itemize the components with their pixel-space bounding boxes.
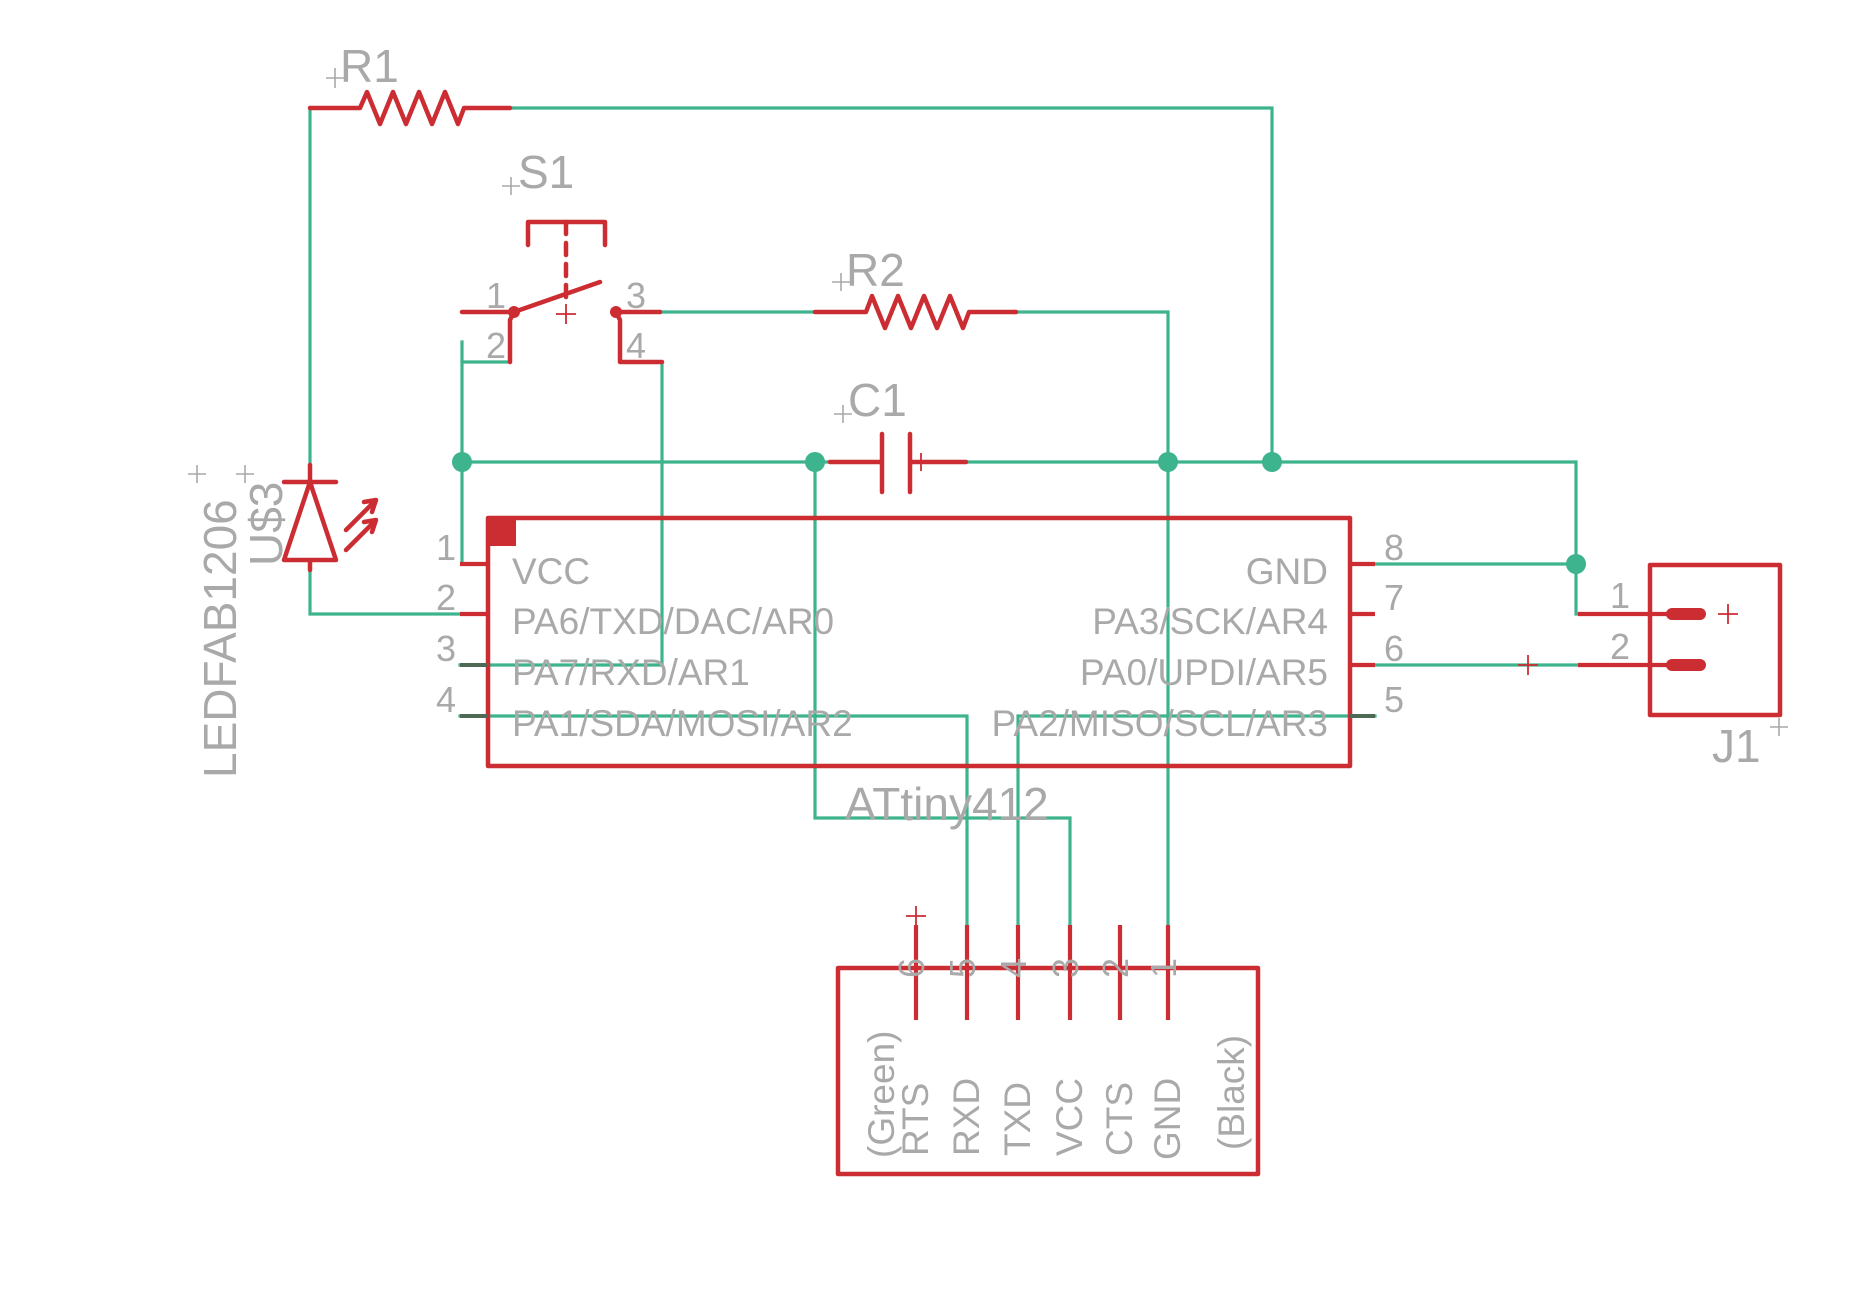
ic-pin-num-3: 3 — [436, 628, 456, 669]
wire-led-pa6 — [308, 568, 462, 616]
j1-ref-label: J1 — [1712, 720, 1761, 772]
ic-pin-num-5: 5 — [1384, 679, 1404, 720]
j1-body — [1647, 562, 1783, 718]
ftdi-pin-num-1: 1 — [1143, 958, 1184, 978]
ic-pin-num-2: 2 — [436, 577, 456, 618]
wire-pa1-rxd — [458, 714, 969, 927]
r1-ref-label: R1 — [340, 40, 399, 92]
ic-pin-num-4: 4 — [436, 679, 456, 720]
junction-c1-left — [805, 452, 825, 472]
ic-pin-num-6: 6 — [1384, 628, 1404, 669]
ic-pin-num-8: 8 — [1384, 527, 1404, 568]
junctions — [452, 452, 1586, 574]
ic-pin-name-4: PA1/SDA/MOSI/AR2 — [512, 703, 853, 744]
resistor-r1[interactable]: R1 — [307, 40, 513, 127]
ic-pin-num-7: 7 — [1384, 577, 1404, 618]
ftdi-pin-name-txd: TXD — [997, 1082, 1038, 1156]
s1-pin3: 3 — [626, 275, 646, 316]
ftdi-pin-num-4: 4 — [993, 958, 1034, 978]
connector-j1[interactable]: 1 2 J1 — [1518, 562, 1788, 772]
ftdi-body — [835, 965, 1261, 1177]
junction-j1 — [1566, 554, 1586, 574]
capacitor-c1[interactable]: C1 — [827, 374, 969, 495]
led-u3[interactable]: LEDFAB1206 U$3 — [188, 462, 379, 778]
junction-vcc — [452, 452, 472, 472]
ic-pin-name-5: PA2/MISO/SCL/AR3 — [991, 703, 1328, 744]
s1-pin2: 2 — [486, 325, 506, 366]
ic-attiny412[interactable]: 1 2 3 4 VCC PA6/TXD/DAC/AR0 PA7/RXD/AR1 … — [436, 515, 1404, 830]
ic-pin-name-8: GND — [1246, 551, 1328, 592]
ftdi-pin-name-vcc: VCC — [1049, 1078, 1090, 1156]
ftdi-pin-name-rts: RTS — [895, 1083, 936, 1156]
s1-ref-label: S1 — [518, 146, 574, 198]
wire-gnd-j1 — [1373, 562, 1580, 616]
ftdi-pin-name-rxd: RXD — [946, 1078, 987, 1156]
ic-pin1-marker — [488, 518, 516, 546]
s1-pin1: 1 — [486, 275, 506, 316]
wires — [308, 106, 1580, 964]
ic-pin-name-7: PA3/SCK/AR4 — [1092, 601, 1328, 642]
c1-ref-label: C1 — [848, 374, 907, 426]
ic-pin-name-2: PA6/TXD/DAC/AR0 — [512, 601, 834, 642]
led-value-label: LEDFAB1206 — [194, 499, 246, 778]
ic-pin-name-1: VCC — [512, 551, 590, 592]
ic-pin-name-6: PA0/UPDI/AR5 — [1080, 652, 1328, 693]
ftdi-pin-num-2: 2 — [1095, 958, 1136, 978]
wire-r2-gnd — [1014, 310, 1170, 964]
junction-gnd-b — [1262, 452, 1282, 472]
ic-body — [485, 515, 1353, 769]
j1-pin1: 1 — [1610, 575, 1630, 616]
wire-rail-right — [964, 460, 1578, 566]
ftdi-header[interactable]: 6 5 4 3 2 1 RTS RXD TXD VCC CTS GND (Gre… — [835, 906, 1261, 1177]
wire-r1-top — [508, 106, 1274, 464]
r2-ref-label: R2 — [846, 244, 905, 296]
ic-pin-name-3: PA7/RXD/AR1 — [512, 652, 750, 693]
resistor-r2[interactable]: R2 — [812, 244, 1019, 331]
ftdi-pin-num-6: 6 — [891, 958, 932, 978]
ftdi-pin-num-3: 3 — [1045, 958, 1086, 978]
wire-s1-pin4-pa7 — [458, 360, 664, 667]
ftdi-pin-num-5: 5 — [942, 958, 983, 978]
ic-value-label: ATtiny412 — [845, 778, 1049, 830]
j1-pin2: 2 — [1610, 626, 1630, 667]
s1-pin4: 4 — [626, 325, 646, 366]
wire-vcc-ftdi — [813, 460, 1072, 927]
ic-pin-num-1: 1 — [436, 527, 456, 568]
ftdi-pin-name-gnd: GND — [1147, 1078, 1188, 1160]
wire-pa2-txd — [1016, 714, 1377, 927]
ftdi-green-note: (Green) — [861, 1031, 902, 1158]
ftdi-pin-name-cts: CTS — [1099, 1082, 1140, 1156]
ftdi-black-note: (Black) — [1211, 1035, 1252, 1150]
switch-s1[interactable]: S1 1 2 3 4 — [459, 146, 665, 366]
junction-gnd-a — [1158, 452, 1178, 472]
led-ref-label: U$3 — [240, 482, 292, 566]
